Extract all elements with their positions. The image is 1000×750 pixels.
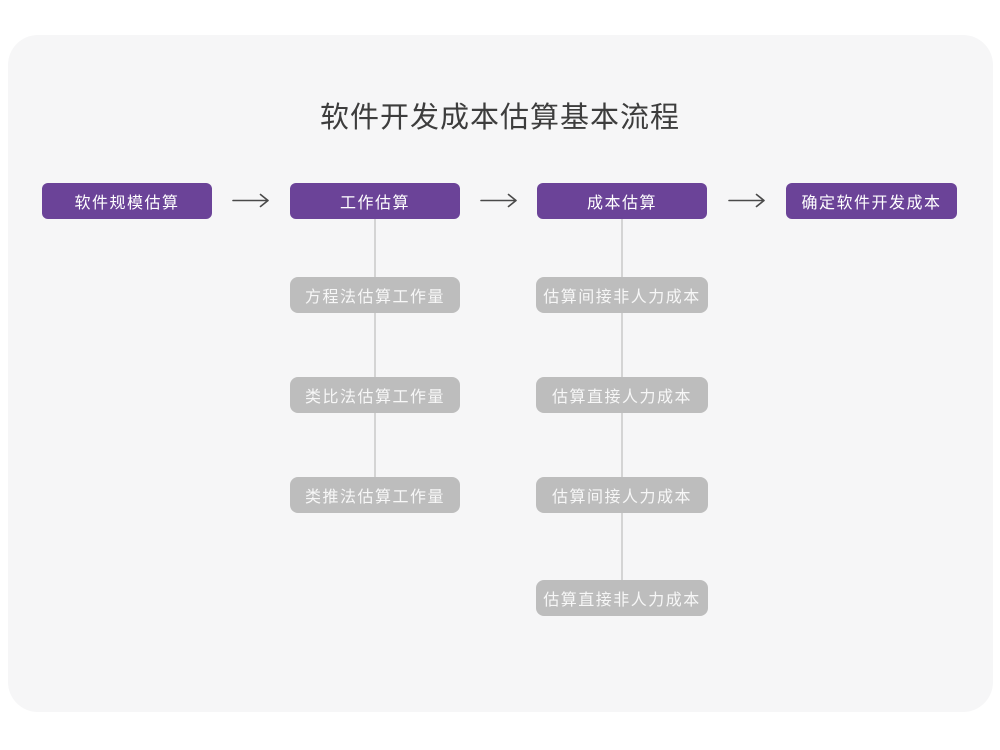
flowchart-card: [8, 35, 993, 712]
page-title: 软件开发成本估算基本流程: [319, 102, 680, 134]
substep-indirect-nonlabor-cost: 估算间接非人力成本: [536, 277, 708, 313]
step-work-estimation: 工作估算: [290, 183, 460, 219]
substep-direct-nonlabor-cost: 估算直接非人力成本: [536, 580, 708, 616]
substep-indirect-labor-cost: 估算间接人力成本: [536, 477, 708, 513]
step-determine-development-cost: 确定软件开发成本: [786, 183, 957, 219]
arrow-right-icon: [480, 193, 517, 208]
connector-line-work-estimation: [374, 219, 376, 481]
substep-direct-labor-cost: 估算直接人力成本: [536, 377, 708, 413]
substep-analogy-method: 类推法估算工作量: [290, 477, 460, 513]
substep-comparison-method: 类比法估算工作量: [290, 377, 460, 413]
step-cost-estimation: 成本估算: [537, 183, 707, 219]
substep-equation-method: 方程法估算工作量: [290, 277, 460, 313]
arrow-right-icon: [728, 193, 765, 208]
arrow-right-icon: [232, 193, 269, 208]
step-software-size-estimation: 软件规模估算: [42, 183, 212, 219]
